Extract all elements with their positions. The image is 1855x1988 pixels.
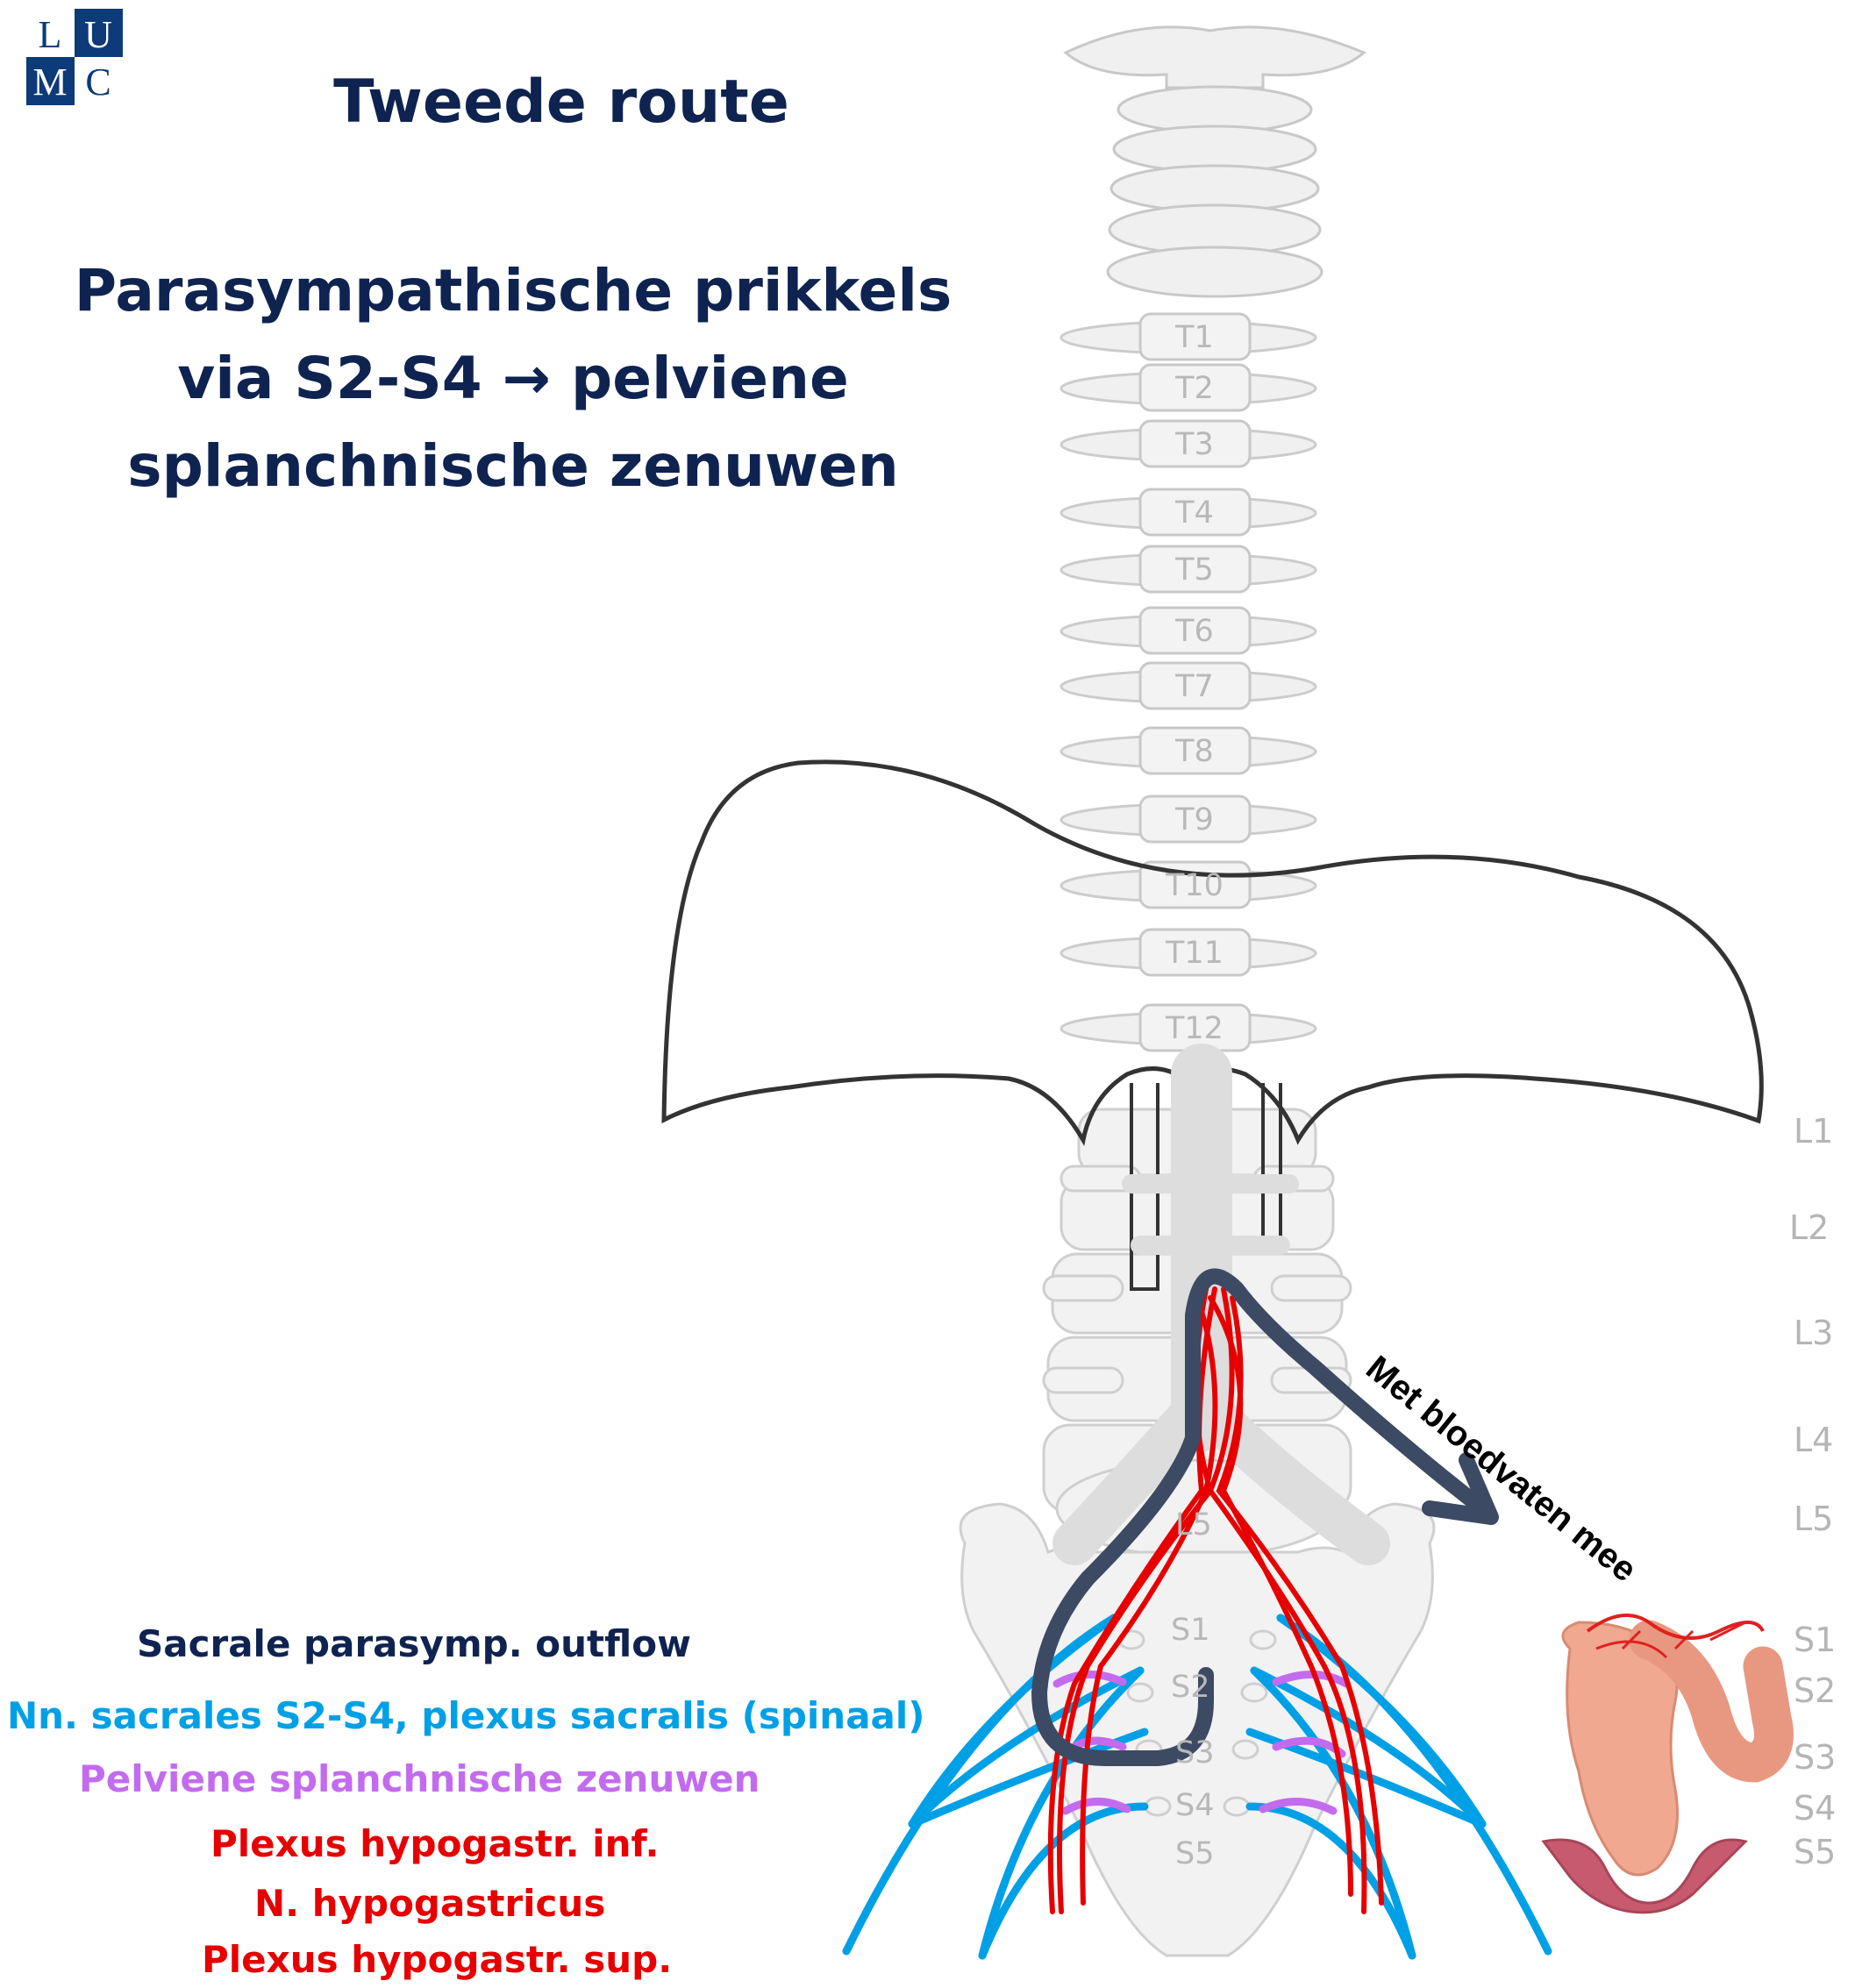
vertebra-label-t11: T11 bbox=[1165, 936, 1224, 971]
vertebra-label-t4: T4 bbox=[1174, 495, 1214, 531]
right-level-s2: S2 bbox=[1794, 1671, 1836, 1710]
right-level-l1: L1 bbox=[1794, 1112, 1833, 1151]
legend-item-plexus-inf: Plexus hypogastr. inf. bbox=[210, 1822, 640, 1865]
sacral-label-l5: L5 bbox=[1175, 1507, 1212, 1543]
sacral-label-s1: S1 bbox=[1171, 1613, 1210, 1648]
cervical-spine bbox=[1066, 27, 1364, 296]
vertebra-label-t2: T2 bbox=[1174, 371, 1214, 406]
sacral-label-s5: S5 bbox=[1175, 1836, 1215, 1871]
vertebra-label-t8: T8 bbox=[1174, 734, 1214, 769]
vertebra-label-t5: T5 bbox=[1174, 552, 1214, 588]
legend-item-splanchnic: Pelviene splanchnische zenuwen bbox=[79, 1757, 728, 1800]
legend-item-sacral-nerves: Nn. sacrales S2-S4, plexus sacralis (spi… bbox=[7, 1694, 831, 1737]
right-level-l3: L3 bbox=[1794, 1314, 1833, 1352]
sacral-label-s4: S4 bbox=[1175, 1788, 1215, 1823]
right-level-s5: S5 bbox=[1794, 1833, 1836, 1871]
vertebra-label-t10: T10 bbox=[1165, 868, 1224, 903]
vertebra-label-t1: T1 bbox=[1174, 320, 1214, 355]
sacral-label-s3: S3 bbox=[1175, 1735, 1215, 1771]
colon-illustration bbox=[1544, 1615, 1774, 1913]
right-level-l2: L2 bbox=[1789, 1208, 1829, 1247]
right-level-s4: S4 bbox=[1794, 1789, 1836, 1828]
sacral-label-s2: S2 bbox=[1171, 1670, 1210, 1705]
right-level-l5: L5 bbox=[1794, 1500, 1833, 1538]
legend-item-outflow: Sacrale parasymp. outflow bbox=[137, 1622, 689, 1665]
right-level-s1: S1 bbox=[1794, 1621, 1836, 1659]
vertebra-label-t9: T9 bbox=[1174, 802, 1214, 837]
vertebra-label-t3: T3 bbox=[1174, 427, 1214, 462]
right-level-s3: S3 bbox=[1794, 1738, 1836, 1777]
vertebra-label-t7: T7 bbox=[1174, 669, 1214, 704]
vertebra-label-t12: T12 bbox=[1165, 1011, 1224, 1046]
vertebra-label-t6: T6 bbox=[1174, 614, 1214, 649]
legend-item-n-hypogastricus: N. hypogastricus bbox=[254, 1882, 596, 1925]
legend-item-plexus-sup: Plexus hypogastr. sup. bbox=[202, 1938, 649, 1981]
right-level-l4: L4 bbox=[1794, 1421, 1833, 1459]
